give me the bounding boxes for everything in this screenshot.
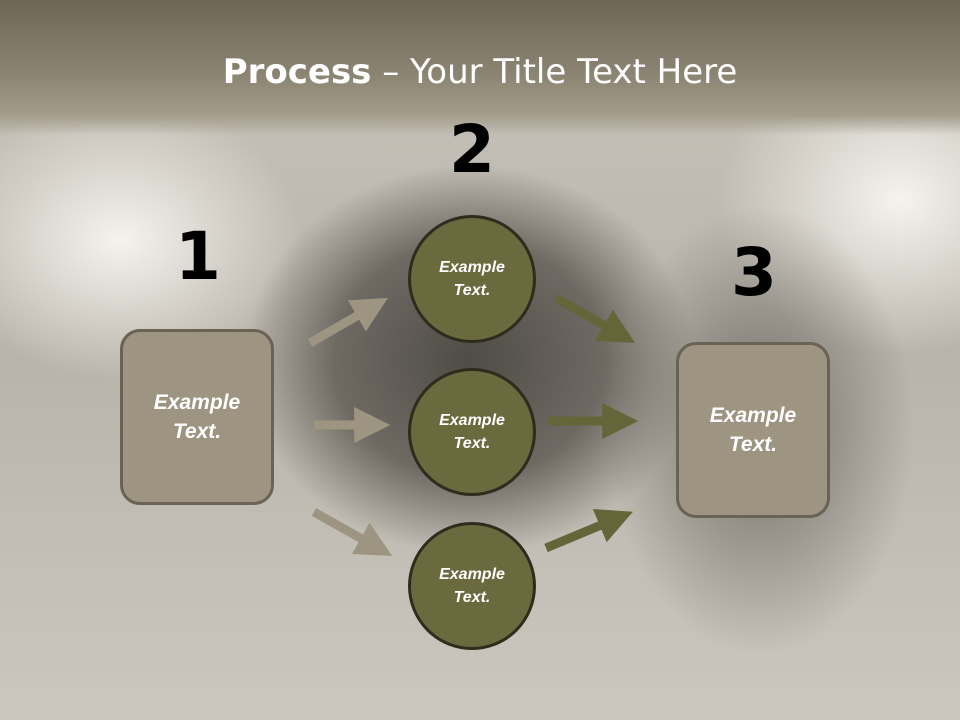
arrow-in-bottom	[311, 508, 393, 556]
step-number-1: 1	[175, 218, 221, 295]
right-process-box: Example Text.	[676, 342, 830, 518]
arrow-out-top	[553, 294, 636, 344]
arrow-in-top	[307, 297, 389, 347]
circle-step-middle: Example Text.	[408, 368, 536, 496]
circle-bottom-text: Example Text.	[439, 566, 505, 606]
left-box-text: Example Text.	[153, 391, 241, 443]
step-number-2: 2	[449, 111, 495, 188]
arrow-out-bottom	[544, 509, 633, 553]
right-box-text: Example Text.	[709, 404, 797, 456]
left-process-box: Example Text.	[120, 329, 274, 505]
circle-middle-text: Example Text.	[439, 412, 505, 452]
title-band	[0, 0, 960, 135]
title-rest: – Your Title Text Here	[371, 52, 738, 92]
circle-step-top: Example Text.	[408, 215, 536, 343]
slide-title: Process – Your Title Text Here	[0, 52, 960, 92]
circle-step-bottom: Example Text.	[408, 522, 536, 650]
step-number-3: 3	[731, 234, 777, 311]
circle-top-text: Example Text.	[439, 259, 505, 299]
title-bold: Process	[222, 52, 372, 92]
